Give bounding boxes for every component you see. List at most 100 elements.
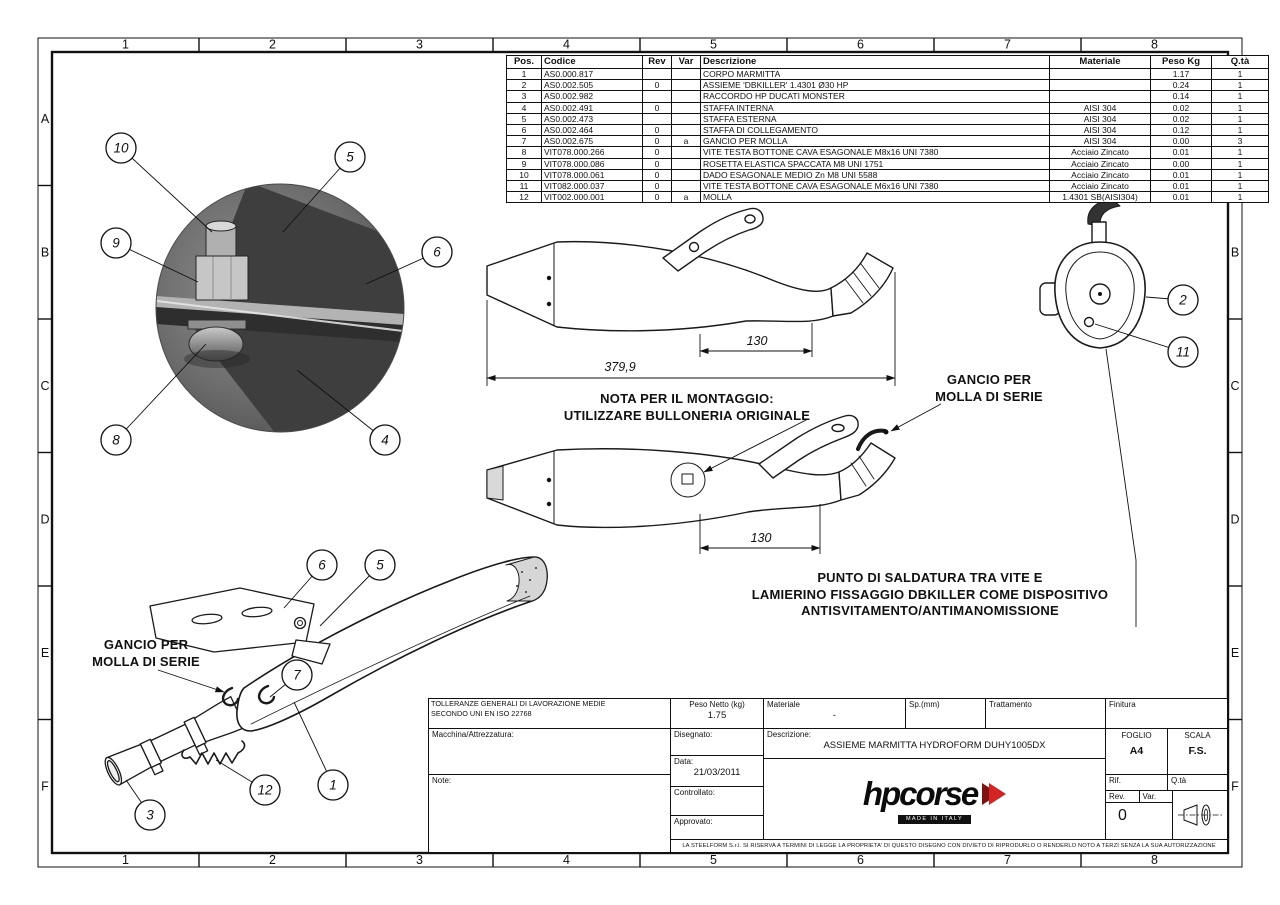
bom-cell: 1 bbox=[1211, 101, 1269, 114]
bom-cell: STAFFA ESTERNA bbox=[700, 112, 1050, 126]
var-label: Var. bbox=[1138, 791, 1173, 802]
descrizione-value: ASSIEME MARMITTA HYDROFORM DUHY1005DX bbox=[823, 740, 1046, 751]
bom-cell: AISI 304 bbox=[1049, 135, 1151, 148]
bom-cell bbox=[671, 146, 701, 159]
bom-cell: AS0.000.817 bbox=[541, 67, 643, 81]
foglio-cell: FOGLIO A4 bbox=[1105, 728, 1168, 775]
grid-zone-label: 1 bbox=[122, 38, 129, 52]
scala-value: F.S. bbox=[1188, 745, 1207, 757]
bom-cell: 1 bbox=[1211, 112, 1269, 126]
bom-cell: 0 bbox=[642, 79, 672, 92]
bom-cell: AISI 304 bbox=[1049, 112, 1151, 126]
bom-cell: AS0.002.473 bbox=[541, 112, 643, 126]
dim-overall-length: 379,9 bbox=[604, 360, 635, 374]
bom-header-cell: Descrizione bbox=[700, 55, 1050, 69]
grid-zone-label: F bbox=[1231, 780, 1239, 794]
grid-zone-label: 2 bbox=[269, 38, 276, 52]
note-montaggio-line1: NOTA PER IL MONTAGGIO: bbox=[600, 391, 774, 406]
dimensions: 379,9 130 130 bbox=[486, 272, 896, 554]
descrizione-label: Descrizione: bbox=[767, 730, 812, 739]
bom-cell bbox=[671, 157, 701, 170]
materiale-cell: Materiale - bbox=[763, 698, 906, 729]
bom-cell: 0.12 bbox=[1150, 124, 1212, 137]
grid-zone-label: B bbox=[41, 246, 49, 260]
detail-circle-outline bbox=[155, 183, 405, 433]
approvato-cell: Approvato: bbox=[670, 815, 764, 840]
controllato-cell: Controllato: bbox=[670, 786, 764, 816]
bom-cell: VIT078.000.061 bbox=[541, 168, 643, 182]
muffler-top-side-view bbox=[486, 207, 894, 332]
bom-cell bbox=[671, 124, 701, 137]
bom-cell bbox=[1049, 90, 1151, 103]
data-value: 21/03/2011 bbox=[693, 767, 741, 778]
balloon-10: 10 bbox=[105, 132, 213, 233]
bom-cell: VITE TESTA BOTTONE CAVA ESAGONALE M6x16 … bbox=[700, 180, 1050, 193]
grid-zone-label: E bbox=[41, 646, 49, 660]
materiale-value: - bbox=[832, 710, 837, 721]
balloon-3: 3 bbox=[125, 779, 166, 831]
bom-cell: AISI 304 bbox=[1049, 101, 1151, 114]
bom-cell: 8 bbox=[506, 146, 542, 159]
bom-cell: 7 bbox=[506, 135, 542, 148]
grid-zone-label: B bbox=[1231, 246, 1239, 260]
grid-zone-label: 7 bbox=[1004, 38, 1011, 52]
bom-header-cell: Materiale bbox=[1049, 55, 1151, 69]
disegnato-cell: Disegnato: bbox=[670, 728, 764, 756]
bom-cell: 0 bbox=[642, 157, 672, 170]
bom-cell: 0 bbox=[642, 124, 672, 137]
note-gancio-right-line1: GANCIO PER bbox=[946, 372, 1032, 387]
qta-cell: Q.tà bbox=[1167, 774, 1228, 791]
svg-text:3: 3 bbox=[146, 808, 154, 823]
annotation-leaders bbox=[157, 348, 1137, 693]
data-cell: Data: 21/03/2011 bbox=[670, 755, 764, 787]
logo-chevron-icon bbox=[989, 782, 1007, 805]
svg-text:7: 7 bbox=[293, 668, 301, 683]
bom-cell: 0 bbox=[642, 135, 672, 148]
bom-cell: 0 bbox=[642, 168, 672, 182]
bom-cell: 0.02 bbox=[1150, 112, 1212, 126]
balloon-2: 2 bbox=[1145, 284, 1199, 316]
grid-zone-label: 5 bbox=[710, 853, 717, 867]
bom-cell bbox=[671, 180, 701, 193]
bom-cell: 0.00 bbox=[1150, 157, 1212, 170]
tolleranze-cell: TOLLERANZE GENERALI DI LAVORAZIONE MEDIE… bbox=[428, 698, 671, 729]
balloon-12: 12 bbox=[215, 759, 281, 806]
disclaimer-cell: LA STEELFORM S.r.l. SI RISERVA A TERMINI… bbox=[670, 839, 1228, 853]
bom-cell: VITE TESTA BOTTONE CAVA ESAGONALE M8x16 … bbox=[700, 146, 1050, 159]
approvato-label: Approvato: bbox=[674, 817, 713, 826]
rev-var-cell: Rev. Var. 0 bbox=[1105, 790, 1173, 840]
bom-cell: 1.4301 SB(AISI304) bbox=[1049, 191, 1151, 204]
finitura-label: Finitura bbox=[1109, 700, 1136, 709]
grid-zone-label: 8 bbox=[1151, 38, 1158, 52]
bom-cell bbox=[1049, 67, 1151, 81]
bom-cell bbox=[671, 67, 701, 81]
trattamento-label: Trattamento bbox=[989, 700, 1032, 709]
bom-cell: AS0.002.505 bbox=[541, 79, 643, 92]
gancio-hook-body bbox=[257, 684, 276, 705]
made-in-italy-label: MADE IN ITALY bbox=[897, 814, 972, 824]
svg-text:1: 1 bbox=[329, 778, 337, 793]
bom-cell: 1 bbox=[1211, 146, 1269, 159]
grid-zone-label: D bbox=[1230, 513, 1239, 527]
bom-cell: DADO ESAGONALE MEDIO Zn M8 UNI 5588 bbox=[700, 168, 1050, 182]
balloon-8: 8 bbox=[100, 343, 207, 456]
bom-cell: 0.24 bbox=[1150, 79, 1212, 92]
svg-text:2: 2 bbox=[1178, 293, 1187, 308]
note-montaggio-line2: UTILIZZARE BULLONERIA ORIGINALE bbox=[563, 407, 811, 423]
bom-cell bbox=[642, 112, 672, 126]
balloon-11: 11 bbox=[1094, 323, 1199, 368]
materiale-label: Materiale bbox=[767, 700, 800, 709]
svg-text:8: 8 bbox=[112, 433, 120, 448]
bom-cell: MOLLA bbox=[700, 191, 1050, 204]
sheet-frame: 1122334455667788AABBCCDDEEFF bbox=[37, 37, 1243, 868]
grid-zone-label: 5 bbox=[710, 38, 717, 52]
bom-cell: a bbox=[671, 191, 701, 204]
bom-cell bbox=[671, 90, 701, 103]
svg-text:11: 11 bbox=[1176, 345, 1190, 360]
muffler-isometric-view bbox=[104, 556, 548, 786]
